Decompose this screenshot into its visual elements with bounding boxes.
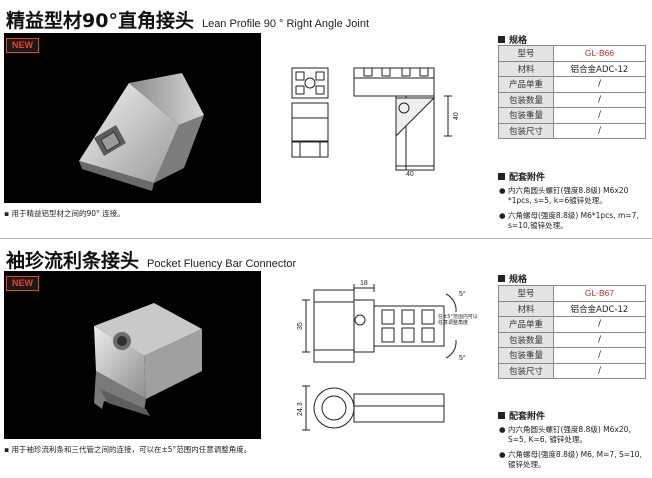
spec-value: 铝合金ADC-12 [553, 300, 646, 317]
section2-technical-drawing: 18 35 24.3 5° 5° 在±5°范围内可以任意调整角度 [297, 280, 478, 431]
section2-product-photo [4, 271, 261, 439]
right-angle-joint-image [79, 73, 204, 191]
spec-row: 包装重量/ [498, 107, 646, 124]
section1-technical-drawing: 40 40 [291, 67, 460, 178]
spec-key: 型号 [498, 285, 554, 302]
section2-spec-title: 规格 [509, 275, 528, 285]
spec-key: 产品单重 [498, 76, 554, 93]
bullet-dot-icon: ● [499, 450, 506, 459]
section1-product-photo [4, 33, 261, 203]
spec-key: 材料 [498, 60, 554, 77]
section2-subtitle: Pocket Fluency Bar Connector [147, 258, 297, 270]
spec-key: 型号 [498, 45, 554, 62]
spec-key: 产品单重 [498, 316, 554, 333]
section2-callout: 在±5°范围内可以任意调整角度 [438, 314, 478, 326]
spec-value: / [553, 347, 646, 364]
section2-angle-top: 5° [459, 290, 466, 298]
section2-accessories-heading: 配套附件 [498, 409, 545, 422]
section1-spec-title: 规格 [509, 36, 528, 46]
spec-value: / [553, 316, 646, 333]
section2-dim-35: 35 [297, 322, 304, 330]
spec-value: / [553, 122, 646, 139]
section2-note-text: 用于袖珍流利条和三代管之间的连接，可以在±5°范围内任意调整角度。 [11, 445, 252, 454]
section1-subtitle: Lean Profile 90 ° Right Angle Joint [201, 18, 370, 30]
bullet-dot-icon: ● [499, 211, 506, 220]
section1-dim-horizontal: 40 [406, 171, 414, 178]
spec-value: 铝合金ADC-12 [553, 60, 646, 77]
section2-callout-wrap: 在±5°范围内可以任意调整角度 [438, 314, 478, 326]
section1-spec-heading: 规格 [498, 33, 527, 46]
section-divider [0, 238, 652, 239]
square-bullet-icon [498, 412, 505, 419]
spec-row: 产品单重/ [498, 76, 646, 93]
section2-spec-heading: 规格 [498, 272, 527, 285]
section1-accessory-item: ●六角螺母(强度8.8级) M6*1pcs, m=7, s=10,镀锌处理。 [499, 211, 639, 230]
spec-key: 材料 [498, 300, 554, 317]
section1-accessories-heading: 配套附件 [498, 170, 545, 183]
section1-note: ▪ 用于精益铝型材之间的90° 连接。 [4, 209, 125, 218]
section1-accessory-item: ●内六角圆头螺钉(强度8.8级) M6x20 *1pcs, s=5, k=6镀锌… [499, 186, 629, 205]
section2-accessories-title: 配套附件 [509, 412, 546, 422]
spec-key: 包装尺寸 [498, 362, 554, 379]
spec-row: 包装数量/ [498, 331, 646, 348]
spec-key: 包装数量 [498, 331, 554, 348]
bullet-dot-icon: ● [499, 425, 506, 434]
spec-row: 包装尺寸/ [498, 122, 646, 139]
spec-row: 产品单重/ [498, 316, 646, 333]
spec-value: / [553, 76, 646, 93]
section1-title: 精益型材90°直角接头 Lean Profile 90 ° Right Angle… [6, 6, 369, 33]
spec-value: / [553, 91, 646, 108]
section2-accessory-item: ●六角螺母(强度8.8级) M6, M=7, S=10, 镀锌处理。 [499, 450, 642, 469]
square-bullet-icon [498, 36, 505, 43]
section1-title-text: 精益型材90°直角接头 [6, 10, 194, 32]
section2-note: ▪ 用于袖珍流利条和三代管之间的连接，可以在±5°范围内任意调整角度。 [4, 445, 252, 454]
spec-row: 材料铝合金ADC-12 [498, 300, 646, 317]
section2-title: 袖珍流利条接头 Pocket Fluency Bar Connector [6, 246, 296, 273]
spec-value: / [553, 362, 646, 379]
spec-row: 包装数量/ [498, 91, 646, 108]
spec-row: 包装尺寸/ [498, 362, 646, 379]
spec-row: 包装重量/ [498, 347, 646, 364]
section1-note-text: 用于精益铝型材之间的90° 连接。 [11, 209, 125, 218]
section2-dim-24: 24.3 [297, 402, 304, 416]
fluency-bar-connector-image [94, 303, 202, 416]
section2-accessory-item: ●内六角圆头螺钉(强度8.8级) M6x20, S=5, K=6, 镀锌处理。 [499, 425, 631, 444]
section2-angle-bottom: 5° [459, 354, 466, 362]
spec-value: GL-B66 [553, 45, 646, 62]
spec-key: 包装重量 [498, 347, 554, 364]
spec-key: 包装重量 [498, 107, 554, 124]
square-bullet-icon [498, 173, 505, 180]
spec-value: GL-B67 [553, 285, 646, 302]
spec-value: / [553, 331, 646, 348]
spec-key: 包装数量 [498, 91, 554, 108]
section2-new-badge: NEW [6, 276, 39, 291]
section2-dim-18: 18 [360, 280, 368, 287]
section1-dim-vertical: 40 [453, 112, 460, 120]
section1-accessories-title: 配套附件 [509, 173, 546, 183]
section2-title-text: 袖珍流利条接头 [6, 250, 140, 272]
square-bullet-icon [498, 275, 505, 282]
spec-value: / [553, 107, 646, 124]
bullet-dot-icon: ● [499, 186, 506, 195]
section1-new-badge: NEW [6, 38, 39, 53]
spec-row: 材料铝合金ADC-12 [498, 60, 646, 77]
spec-key: 包装尺寸 [498, 122, 554, 139]
